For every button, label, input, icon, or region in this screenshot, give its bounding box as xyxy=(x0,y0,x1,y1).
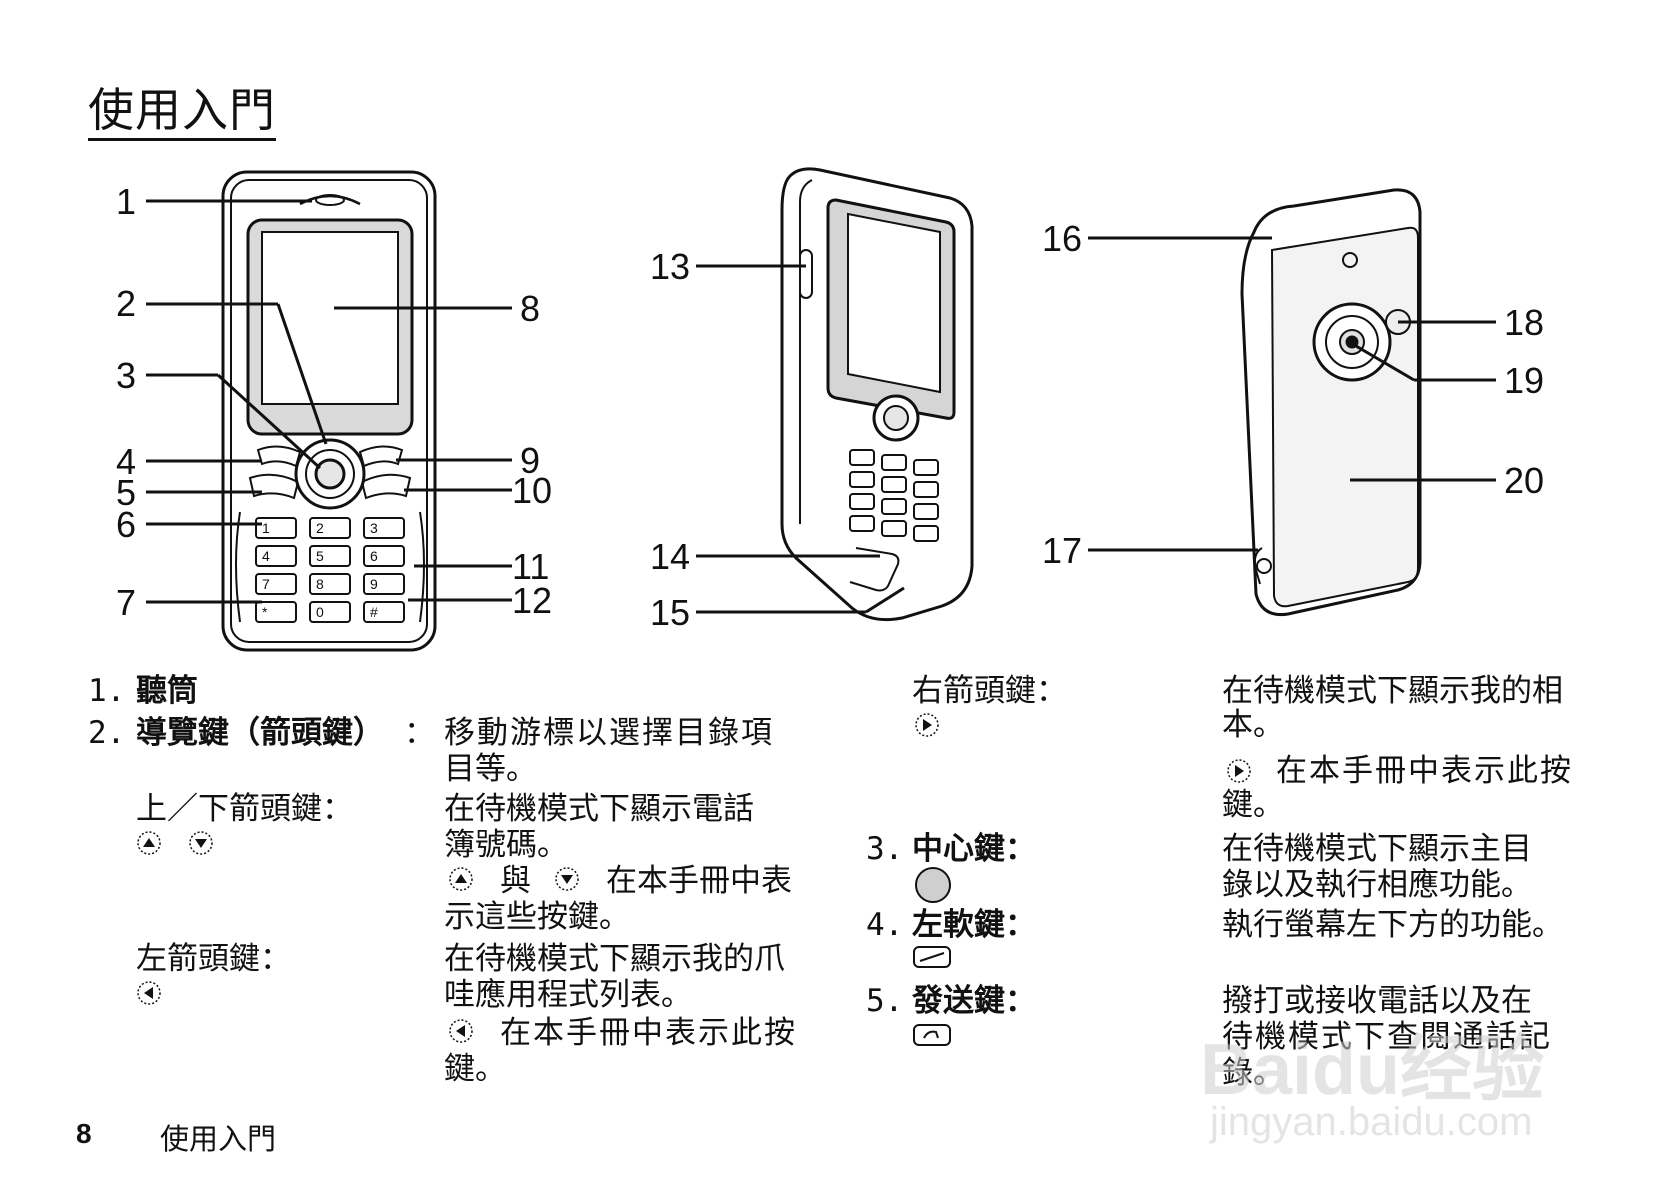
svg-text:2: 2 xyxy=(316,520,324,536)
svg-text:7: 7 xyxy=(262,576,270,592)
item-4-label: 左軟鍵： xyxy=(912,907,1036,943)
right-key-note-line1: 在本手冊中表示此按 xyxy=(1276,753,1573,789)
left-key-note-line1: 在本手冊中表示此按 xyxy=(500,1015,797,1051)
item-1-number: 1. xyxy=(88,673,126,709)
item-4-number: 4. xyxy=(866,907,904,943)
watermark-logo: Baidu经验 xyxy=(1200,1030,1545,1110)
down-arrow-icon xyxy=(554,866,580,892)
page-title: 使用入門 xyxy=(88,84,276,141)
callout-8: 8 xyxy=(520,288,541,329)
svg-text:0: 0 xyxy=(316,604,324,620)
svg-text:5: 5 xyxy=(316,548,324,564)
item-3-number: 3. xyxy=(866,831,904,867)
svg-text:*: * xyxy=(262,604,268,620)
svg-text:6: 6 xyxy=(370,548,378,564)
page-number: 8 xyxy=(76,1118,92,1149)
item-5-number: 5. xyxy=(866,983,904,1019)
updown-note-line2: 示這些按鍵。 xyxy=(444,899,630,935)
item-5-desc-line3: 錄。 xyxy=(1222,1055,1284,1091)
callout-14: 14 xyxy=(650,536,691,577)
item-5-desc-line1: 撥打或接收電話以及在 xyxy=(1222,983,1532,1019)
up-arrow-icon xyxy=(448,866,474,892)
item-2-number: 2. xyxy=(88,715,126,751)
svg-text:9: 9 xyxy=(370,576,378,592)
item-2-label: 導覽鍵（箭頭鍵） xyxy=(136,715,384,751)
callout-13: 13 xyxy=(650,246,691,287)
callout-6: 6 xyxy=(116,504,137,545)
right-key-note-line2: 鍵。 xyxy=(1222,787,1284,823)
footer-section-title: 使用入門 xyxy=(160,1122,277,1156)
item-3-label: 中心鍵： xyxy=(912,831,1036,867)
callout-4: 4 xyxy=(116,441,137,482)
callout-9: 9 xyxy=(520,440,541,481)
item-3-desc-line2: 錄以及執行相應功能。 xyxy=(1222,867,1532,903)
front-phone-drawing: 1 2 3 4 5 6 7 8 9 * 0 # xyxy=(221,170,437,652)
callout-5: 5 xyxy=(116,472,137,513)
item-5-desc-line2: 待機模式下查閱通話記 xyxy=(1222,1019,1552,1055)
callout-15: 15 xyxy=(650,592,691,633)
svg-text:1: 1 xyxy=(262,520,270,536)
right-arrow-icon xyxy=(914,712,940,738)
item-2-desc-line2: 目等。 xyxy=(444,751,537,787)
callout-1: 1 xyxy=(116,181,137,222)
left-arrow-icon xyxy=(448,1018,474,1044)
callout-16: 16 xyxy=(1042,218,1083,259)
updown-desc-line1: 在待機模式下顯示電話 xyxy=(444,791,754,827)
back-phone-drawing xyxy=(1240,188,1422,617)
item-2-colon: ： xyxy=(404,715,435,751)
item-5-label: 發送鍵： xyxy=(912,983,1036,1019)
updown-note-mid: 與 xyxy=(500,863,531,899)
callout-10: 10 xyxy=(512,470,553,511)
right-arrow-icon xyxy=(1226,758,1252,784)
angled-phone-drawing xyxy=(780,167,974,622)
right-key-desc-line1: 在待機模式下顯示我的相 xyxy=(1222,673,1563,709)
callout-12: 12 xyxy=(512,580,553,621)
svg-text:4: 4 xyxy=(262,548,270,564)
callout-18: 18 xyxy=(1504,302,1545,343)
up-arrow-icon xyxy=(136,830,162,856)
callout-19: 19 xyxy=(1504,360,1545,401)
callout-7: 7 xyxy=(116,582,137,623)
right-key-desc-line2: 本。 xyxy=(1222,707,1284,743)
watermark-url: jingyan.baidu.com xyxy=(1210,1100,1533,1144)
down-arrow-icon xyxy=(188,830,214,856)
item-3-desc-line1: 在待機模式下顯示主目 xyxy=(1222,831,1532,867)
item-1-label: 聽筒 xyxy=(136,673,198,709)
left-arrow-icon xyxy=(136,980,162,1006)
updown-note-tail: 在本手冊中表 xyxy=(606,863,792,899)
callout-2: 2 xyxy=(116,283,137,324)
left-key-label: 左箭頭鍵： xyxy=(136,941,291,977)
svg-text:3: 3 xyxy=(370,520,378,536)
left-key-note-line2: 鍵。 xyxy=(444,1051,506,1087)
updown-keys-label: 上／下箭頭鍵： xyxy=(136,791,353,827)
svg-text:#: # xyxy=(370,604,378,620)
center-key-icon xyxy=(914,866,952,908)
item-4-desc-line1: 執行螢幕左下方的功能。 xyxy=(1222,907,1563,943)
right-key-label: 右箭頭鍵： xyxy=(912,673,1067,709)
callout-17: 17 xyxy=(1042,530,1083,571)
callout-3: 3 xyxy=(116,355,137,396)
svg-text:8: 8 xyxy=(316,576,324,592)
left-key-desc-line1: 在待機模式下顯示我的爪 xyxy=(444,941,785,977)
callout-20: 20 xyxy=(1504,460,1545,501)
item-2-desc-line1: 移動游標以選擇目錄項 xyxy=(444,715,774,751)
updown-desc-line2: 簿號碼。 xyxy=(444,827,568,863)
left-soft-key-icon xyxy=(912,944,952,974)
left-key-desc-line2: 哇應用程式列表。 xyxy=(444,977,692,1013)
send-key-icon xyxy=(912,1022,952,1052)
callout-11: 11 xyxy=(512,546,550,587)
